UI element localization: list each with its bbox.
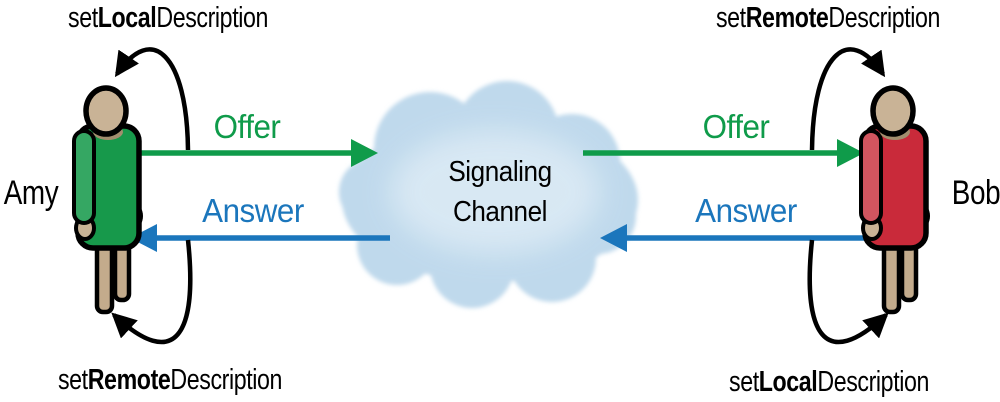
set-remote-description-loop-left [111, 239, 193, 345]
answer-label-left: Answer [202, 192, 304, 229]
set-local-description-label-bottom-right: setLocalDescription [729, 366, 929, 398]
signaling-channel-label-line2: Channel [452, 196, 548, 228]
signaling-channel-label: Signaling Channel [448, 152, 552, 232]
peer-name-bob: Bob [951, 174, 1000, 212]
set-remote-description-label-top-right: setRemoteDescription [715, 2, 941, 34]
answer-arrow-left [130, 224, 390, 252]
peer-name-amy: Amy [3, 174, 59, 212]
set-remote-description-loop-right [809, 47, 886, 151]
set-local-description-loop-right [807, 239, 889, 345]
answer-label-right: Answer [695, 192, 797, 229]
offer-label-left: Offer [213, 108, 281, 145]
set-local-description-loop-left [114, 47, 191, 151]
set-remote-description-label-bottom-left: setRemoteDescription [57, 364, 283, 396]
person-bob [859, 85, 930, 315]
signaling-channel-label-line1: Signaling [448, 156, 552, 188]
set-local-description-label-top-left: setLocalDescription [68, 2, 268, 34]
offer-arrow-right [583, 139, 864, 167]
signaling-cloud [339, 81, 638, 308]
offer-arrow-left [137, 139, 378, 167]
person-amy [72, 85, 143, 315]
answer-arrow-right [600, 224, 872, 252]
offer-label-right: Offer [702, 108, 770, 145]
